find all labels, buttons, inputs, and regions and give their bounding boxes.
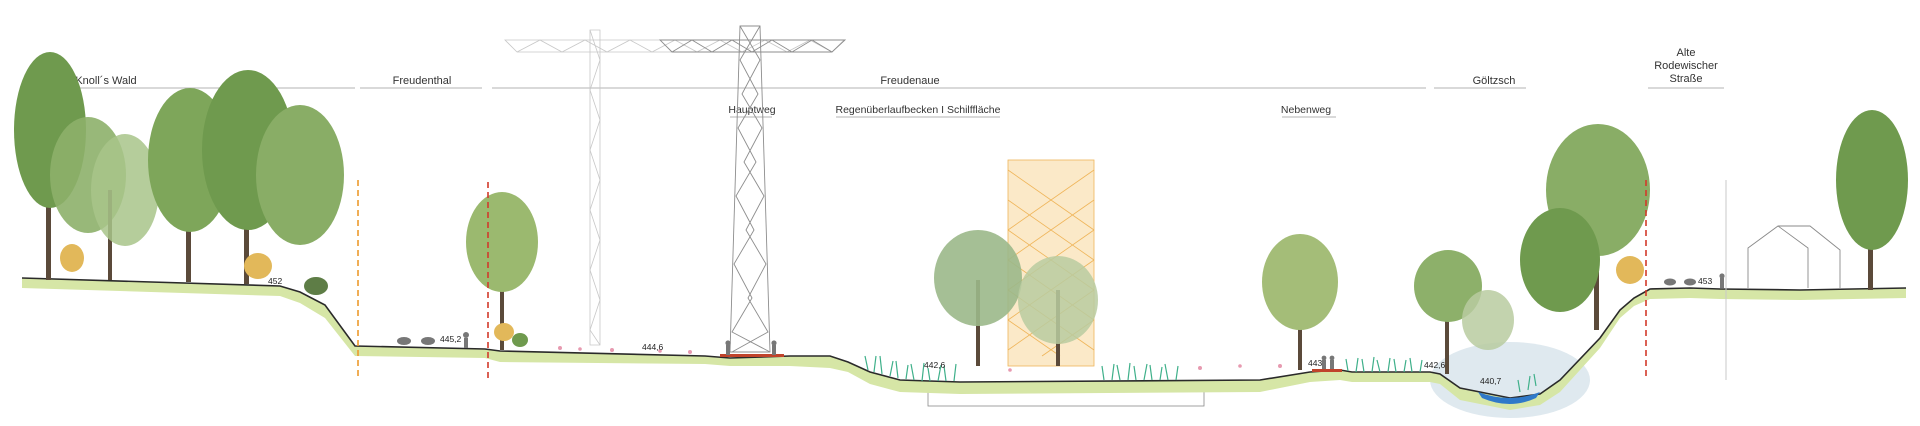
sub-label-nebenweg: Nebenweg [1281, 104, 1331, 116]
elevation-453: 453 [1698, 276, 1712, 286]
elevation-452: 452 [268, 276, 282, 286]
zone-label-alte-line1: Alte [1677, 47, 1696, 59]
trees-knolls-wald [14, 52, 344, 295]
elevation-labels: 452 445,2 444,6 442,6 443 442,6 440,7 45… [268, 276, 1712, 386]
pylon-near [658, 25, 847, 353]
nebenweg-path [1312, 369, 1342, 372]
tree-freudenthal [466, 192, 538, 350]
elevation-442-6-left: 442,6 [924, 360, 946, 370]
hauptweg-path [720, 354, 784, 357]
zone-headers: Knoll´s Wald Freudenthal Freudenaue Gölt… [22, 47, 1724, 118]
pylon-far [504, 29, 845, 346]
zone-label-freudenaue: Freudenaue [880, 75, 939, 87]
elevation-445-2: 445,2 [440, 334, 462, 344]
elevation-440-7: 440,7 [1480, 376, 1502, 386]
elevation-442-6-right: 442,6 [1424, 360, 1446, 370]
elevation-444-6: 444,6 [642, 342, 664, 352]
ground-line [21, 277, 1907, 399]
tree-nebenweg [1262, 234, 1338, 370]
reed-bed [864, 355, 1537, 393]
river-water [1478, 392, 1540, 404]
figures [397, 273, 1725, 369]
tree-right-edge [1836, 110, 1908, 290]
zone-label-alte-line2: Rodewischer [1654, 60, 1718, 72]
elevation-443: 443 [1308, 358, 1322, 368]
sub-label-hauptweg: Hauptweg [728, 104, 775, 116]
ground-fill [22, 278, 1906, 410]
meadow-flowers [558, 346, 1282, 372]
zone-label-freudenthal: Freudenthal [393, 75, 452, 87]
trees-freudenaue-center [934, 230, 1098, 366]
house-outline [1747, 225, 1841, 288]
zone-label-knolls-wald: Knoll´s Wald [75, 75, 136, 87]
trees-goltzsch [1414, 124, 1650, 374]
zone-label-goltzsch: Göltzsch [1473, 75, 1516, 87]
sub-label-regen: Regenüberlaufbecken I Schilffläche [835, 104, 1000, 116]
zone-label-alte-line3: Straße [1669, 73, 1702, 85]
